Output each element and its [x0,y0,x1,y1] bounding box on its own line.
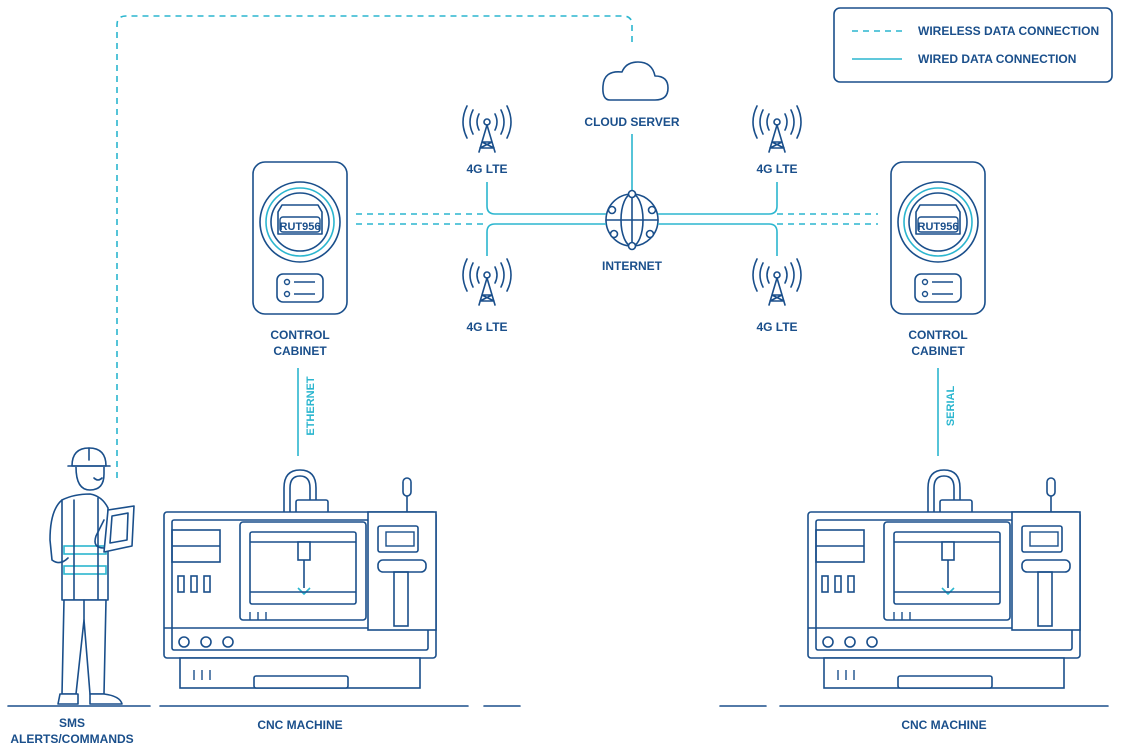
link-tower-tl-internet [486,182,606,215]
control-cabinet-left: RUT956 CONTROL CABINET [252,161,348,358]
router-model-left: RUT956 [280,221,321,233]
cell-tower-icon [462,258,512,306]
legend-wired-label: WIRED DATA CONNECTION [918,52,1076,66]
cnc-machine-right: CNC MACHINE [807,469,1081,732]
legend-box [833,7,1113,83]
cloud-label: CLOUD SERVER [584,115,679,129]
tower-label-top-right: 4G LTE [756,162,797,176]
ethernet-label: ETHERNET [305,376,317,436]
cloud-icon [602,61,669,101]
cell-tower-top-left: 4G LTE [462,105,512,176]
cnc-machine-left: CNC MACHINE [163,469,437,732]
legend-wireless-label: WIRELESS DATA CONNECTION [918,24,1099,38]
internet-node: INTERNET [602,189,663,273]
serial-label: SERIAL [945,386,957,427]
cloud-server: CLOUD SERVER [584,61,680,192]
cnc-machine-icon [807,469,1081,689]
router-icon [252,161,348,315]
cell-tower-icon [752,105,802,153]
cell-tower-top-right: 4G LTE [752,105,802,176]
cabinet-right-label-1: CONTROL [908,328,967,342]
link-tower-tr-internet [658,182,778,215]
operator-cloud-wireless-link [116,15,633,478]
cnc-machine-icon [163,469,437,689]
router-model-right: RUT956 [918,221,959,233]
cabinet-right-label-2: CABINET [911,344,965,358]
cell-tower-bottom-right: 4G LTE [752,258,802,334]
internet-label: INTERNET [602,259,663,273]
cell-tower-bottom-left: 4G LTE [462,258,512,334]
operator-label-2: ALERTS/COMMANDS [10,732,133,746]
tower-label-bottom-right: 4G LTE [756,320,797,334]
cell-tower-icon [462,105,512,153]
link-tower-bl-internet [486,223,606,256]
operator-label-1: SMS [59,716,85,730]
cabinet-left-label-1: CONTROL [270,328,329,342]
legend: WIRELESS DATA CONNECTION WIRED DATA CONN… [833,7,1113,83]
link-tower-br-internet [658,223,778,256]
cabinet-left-label-2: CABINET [273,344,327,358]
worker-icon [49,447,135,705]
cell-tower-icon [752,258,802,306]
tower-label-bottom-left: 4G LTE [466,320,507,334]
router-icon [890,161,986,315]
control-cabinet-right: RUT956 CONTROL CABINET [890,161,986,358]
cnc-machine-right-label: CNC MACHINE [901,718,986,732]
cnc-machine-left-label: CNC MACHINE [257,718,342,732]
tower-label-top-left: 4G LTE [466,162,507,176]
